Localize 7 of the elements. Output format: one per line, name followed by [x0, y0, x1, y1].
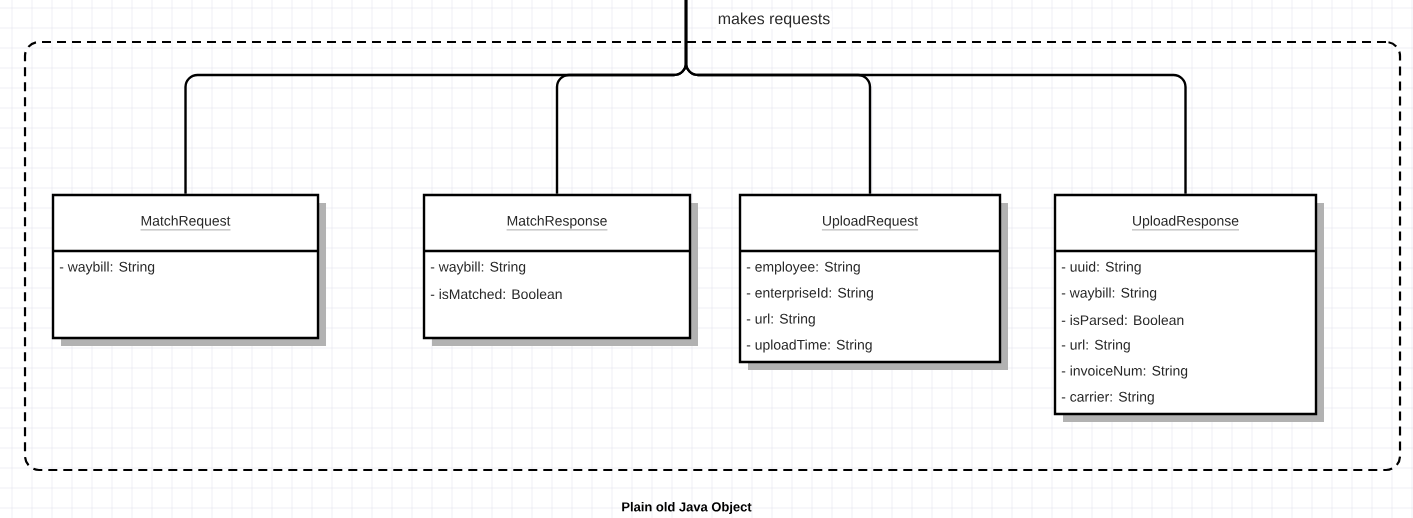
connector-line [684, 0, 1187, 194]
node-label: Plain old Java Object [622, 501, 752, 515]
class-box: MatchRequest - waybill: String [51, 193, 326, 346]
class-box: MatchResponse - waybill: String - isMatched: Boolean [422, 193, 698, 346]
class-box: UploadRequest - employee: String - enterpriseId: String - url: String - uploadTime: String [738, 193, 1008, 370]
class-box: UploadResponse - uuid: String - waybill: String - isParsed: Boolean - url: String - invoiceNum: String - carrier: String [1053, 193, 1324, 422]
edge-label: makes requests [716, 11, 832, 29]
